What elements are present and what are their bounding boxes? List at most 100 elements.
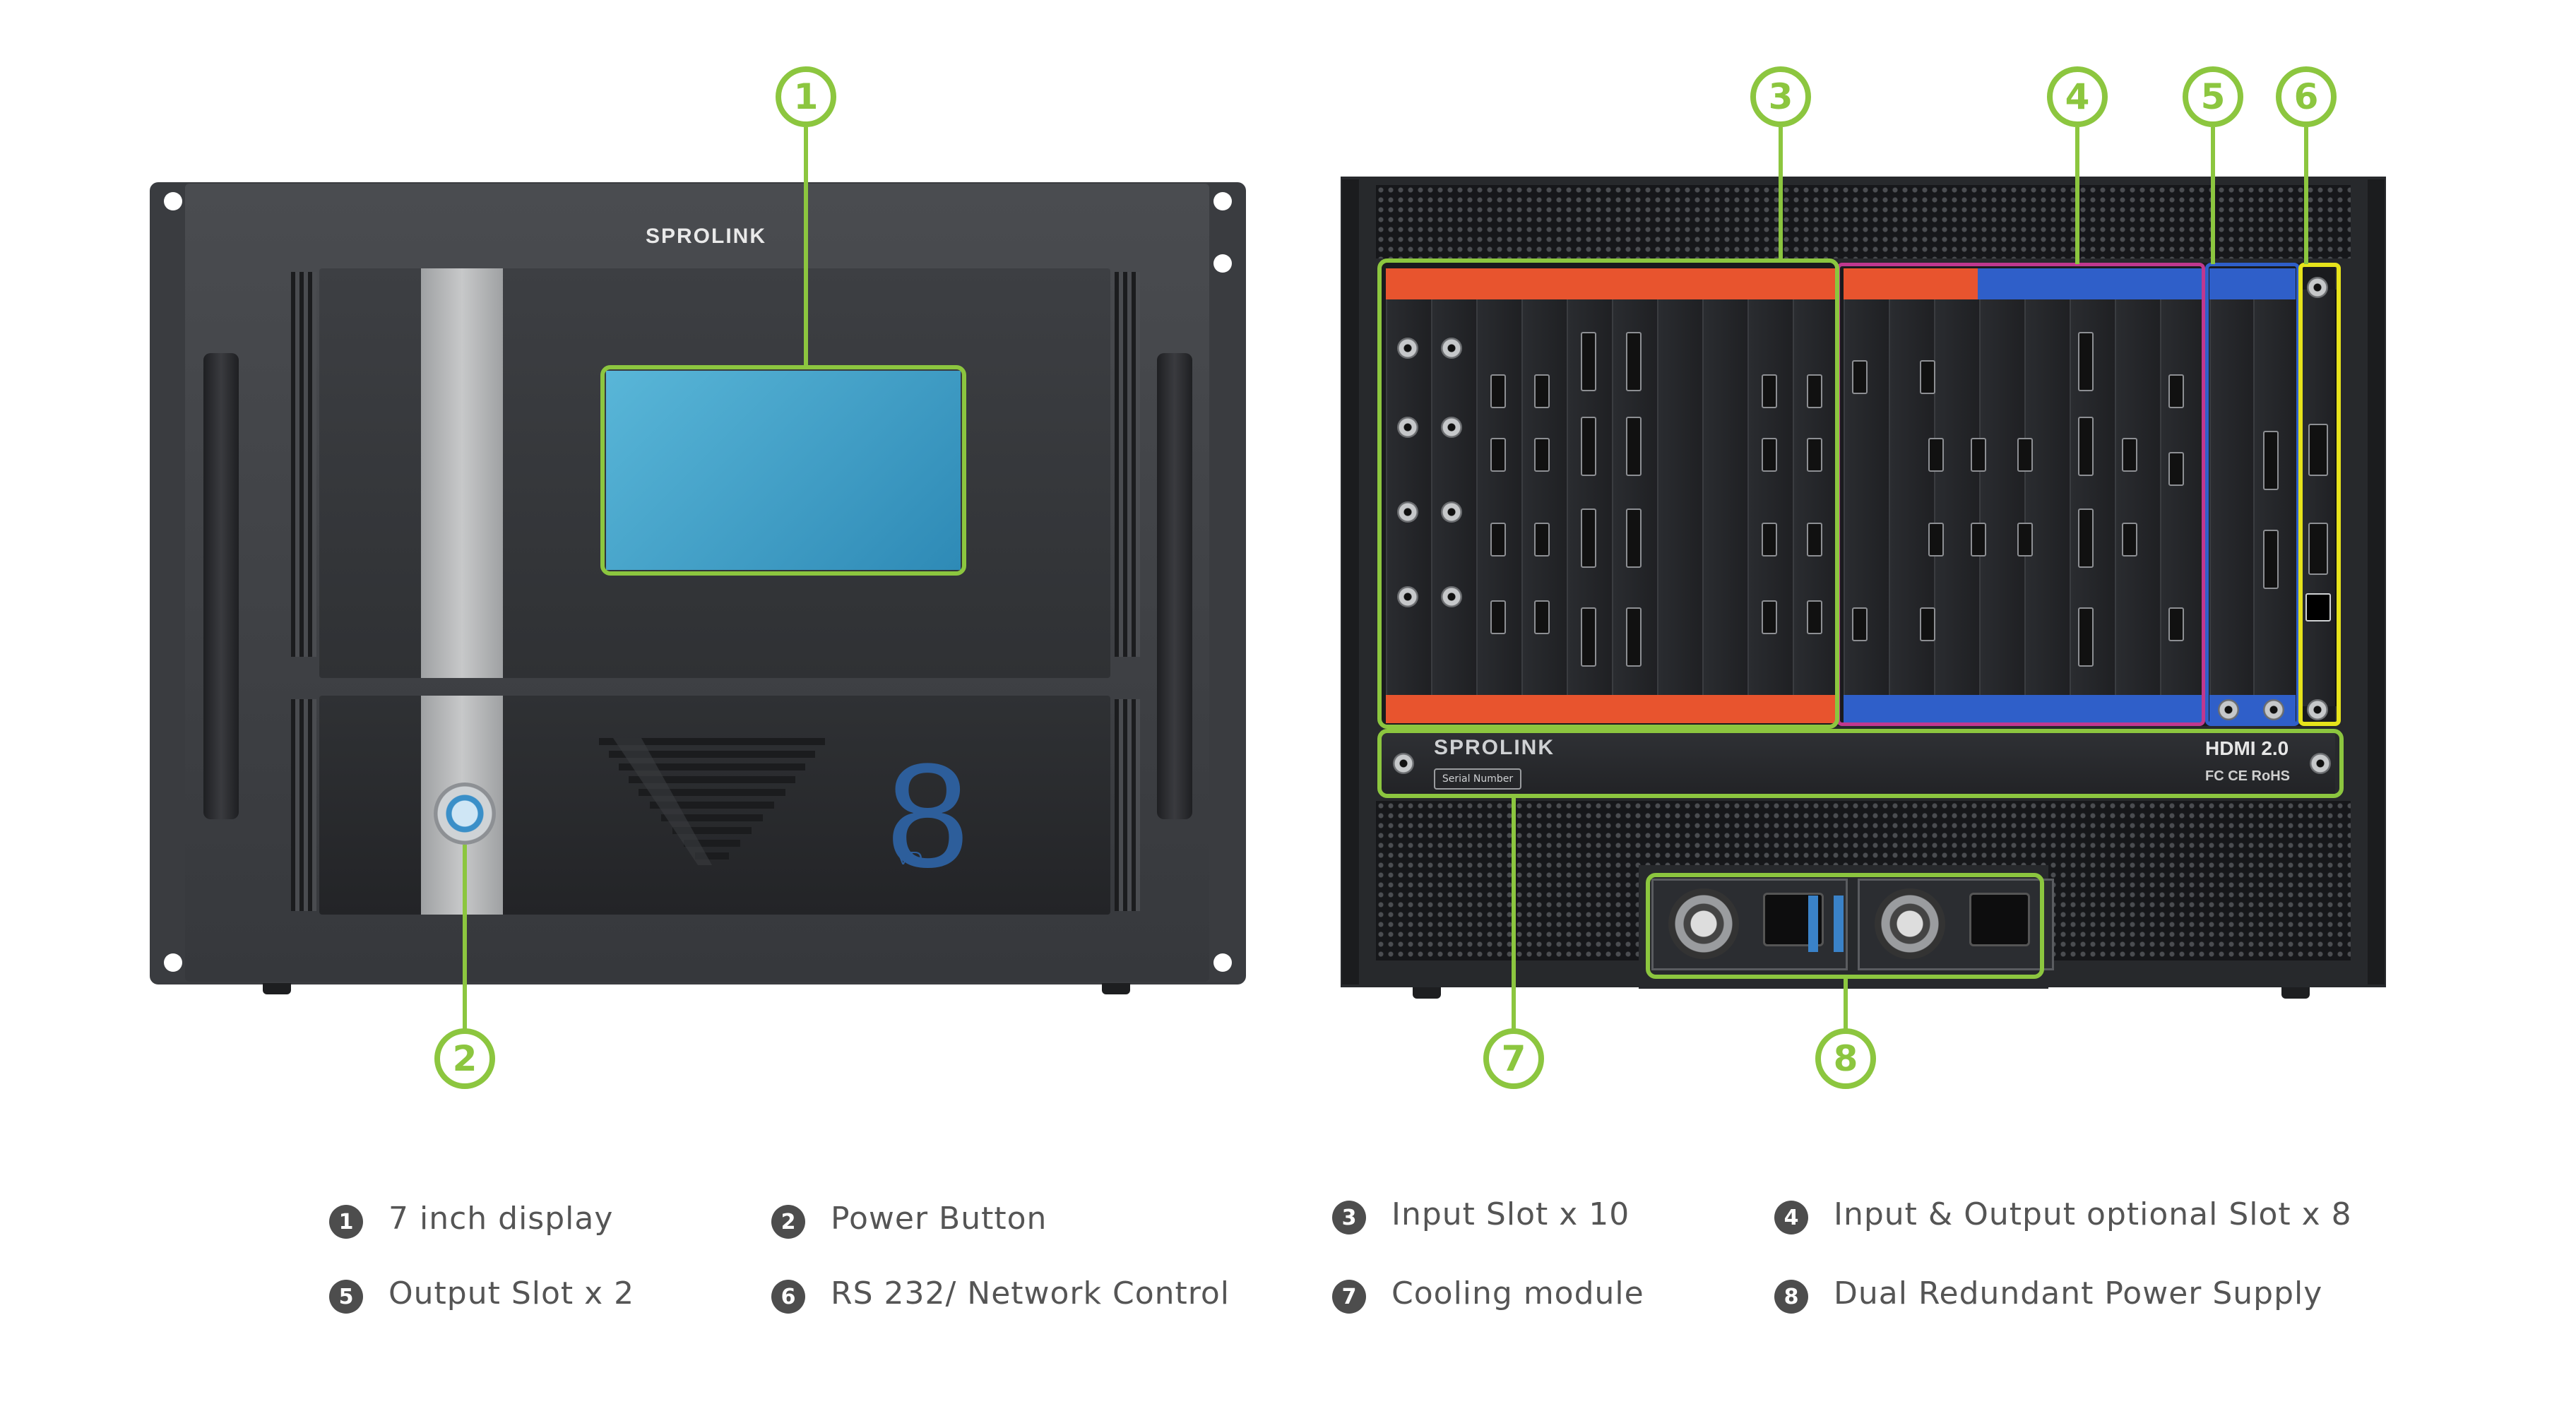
io-color-bar-blue (1978, 268, 2202, 299)
psu-release-tab[interactable] (1808, 896, 1818, 952)
chassis-foot (2281, 987, 2310, 999)
dvi-port[interactable] (1626, 508, 1642, 568)
fan-icon (1668, 888, 1739, 959)
hdmi-port[interactable] (1762, 374, 1777, 408)
dvi-port[interactable] (2078, 417, 2094, 476)
dvi-port[interactable] (1626, 332, 1642, 391)
hdmi-port[interactable] (1928, 523, 1944, 557)
hdmi-port[interactable] (2168, 607, 2184, 641)
hdmi-port[interactable] (1490, 523, 1506, 557)
hdmi-port[interactable] (1971, 523, 1986, 557)
hdmi-port[interactable] (2168, 452, 2184, 486)
io-slot-group-outline (1836, 263, 2205, 726)
legend-text-8: Dual Redundant Power Supply (1834, 1275, 2323, 1311)
callout-2-leader (463, 845, 467, 1033)
hdmi-port[interactable] (1807, 438, 1822, 472)
bnc-port[interactable] (1441, 501, 1462, 523)
rs232-port[interactable] (2308, 424, 2328, 476)
hdmi-port[interactable] (2168, 374, 2184, 408)
dvi-port[interactable] (2078, 508, 2094, 568)
network-port[interactable] (2305, 593, 2331, 621)
front-vent-left (291, 272, 316, 657)
dvi-port[interactable] (1626, 607, 1642, 667)
hdmi-port[interactable] (1852, 607, 1868, 641)
hdmi-port[interactable] (1534, 523, 1550, 557)
dvi-port[interactable] (1581, 332, 1596, 391)
callout-5-leader (2211, 127, 2215, 264)
legend-number-5: 5 (329, 1280, 363, 1314)
bnc-port[interactable] (1441, 338, 1462, 359)
hdmi-port[interactable] (1807, 600, 1822, 634)
front-silver-strip (421, 268, 503, 678)
rs232-port[interactable] (2308, 523, 2328, 575)
output-bnc[interactable] (2218, 699, 2239, 720)
dvi-port[interactable] (1581, 417, 1596, 476)
hdmi-port[interactable] (1534, 374, 1550, 408)
hdmi-port[interactable] (2017, 438, 2033, 472)
hdmi-port[interactable] (1971, 438, 1986, 472)
rear-right-ear (2368, 179, 2385, 984)
cooling-module-highlight (1377, 729, 2344, 798)
hdmi-port[interactable] (1490, 600, 1506, 634)
legend-text-5: Output Slot x 2 (388, 1275, 635, 1311)
hdmi-port[interactable] (1928, 438, 1944, 472)
hdmi-port[interactable] (1852, 360, 1868, 394)
left-handle[interactable] (203, 353, 239, 819)
dvi-port[interactable] (2078, 332, 2094, 391)
bnc-port[interactable] (1397, 501, 1418, 523)
dvi-port[interactable] (1626, 417, 1642, 476)
hdmi-port[interactable] (2122, 523, 2137, 557)
hdmi-port[interactable] (1762, 600, 1777, 634)
control-bnc[interactable] (2307, 277, 2328, 298)
input-card (1431, 290, 1478, 706)
hdmi-port[interactable] (2017, 523, 2033, 557)
dvi-port[interactable] (1581, 508, 1596, 568)
output-bnc[interactable] (2263, 699, 2284, 720)
chassis-foot (1413, 987, 1441, 999)
rack-ear-hole (1213, 953, 1232, 972)
psu-release-tab[interactable] (1834, 896, 1844, 952)
hdmi-port[interactable] (2122, 438, 2137, 472)
hdmi-port[interactable] (1490, 438, 1506, 472)
power-inlet-1[interactable] (1763, 893, 1824, 946)
callout-badge-3: 3 (1750, 66, 1811, 127)
callout-3-leader (1779, 127, 1783, 261)
control-slot-group-outline (2298, 263, 2341, 726)
legend-text-1: 7 inch display (388, 1201, 614, 1237)
hdmi-port[interactable] (1534, 438, 1550, 472)
hdmi-port[interactable] (1534, 600, 1550, 634)
hdmi-port[interactable] (1762, 523, 1777, 557)
certification-marks: FC CE RoHS (2205, 768, 2290, 784)
hdmi-port[interactable] (1762, 438, 1777, 472)
bnc-port[interactable] (1441, 417, 1462, 438)
callout-7-leader (1512, 798, 1516, 1033)
power-inlet-2[interactable] (1969, 893, 2030, 946)
dvi-port[interactable] (1581, 607, 1596, 667)
right-handle[interactable] (1157, 353, 1192, 819)
dvi-port[interactable] (2263, 431, 2279, 490)
callout-badge-6: 6 (2276, 66, 2337, 127)
legend-text-7: Cooling module (1391, 1275, 1644, 1311)
bnc-port[interactable] (1441, 586, 1462, 607)
hdmi-port[interactable] (1920, 360, 1935, 394)
hdmi-port[interactable] (1807, 523, 1822, 557)
dvi-port[interactable] (2078, 607, 2094, 667)
bnc-port[interactable] (1397, 338, 1418, 359)
input-card (1793, 290, 1839, 706)
control-bnc[interactable] (2307, 699, 2328, 720)
callout-badge-7: 7 (1483, 1028, 1544, 1089)
hdmi-port[interactable] (1490, 374, 1506, 408)
power-button[interactable] (434, 783, 496, 845)
display-highlight (600, 365, 966, 576)
io-color-bar-bottom (1844, 695, 2202, 723)
io-card (2024, 290, 2071, 706)
hdmi-port[interactable] (1807, 374, 1822, 408)
output-color-bar (2209, 268, 2296, 299)
lcd-display[interactable] (606, 371, 961, 570)
hdmi-port[interactable] (1920, 607, 1935, 641)
fan-icon (1875, 888, 1945, 959)
model-number: 8 (886, 732, 969, 898)
bnc-port[interactable] (1397, 417, 1418, 438)
bnc-port[interactable] (1397, 586, 1418, 607)
dvi-port[interactable] (2263, 530, 2279, 589)
